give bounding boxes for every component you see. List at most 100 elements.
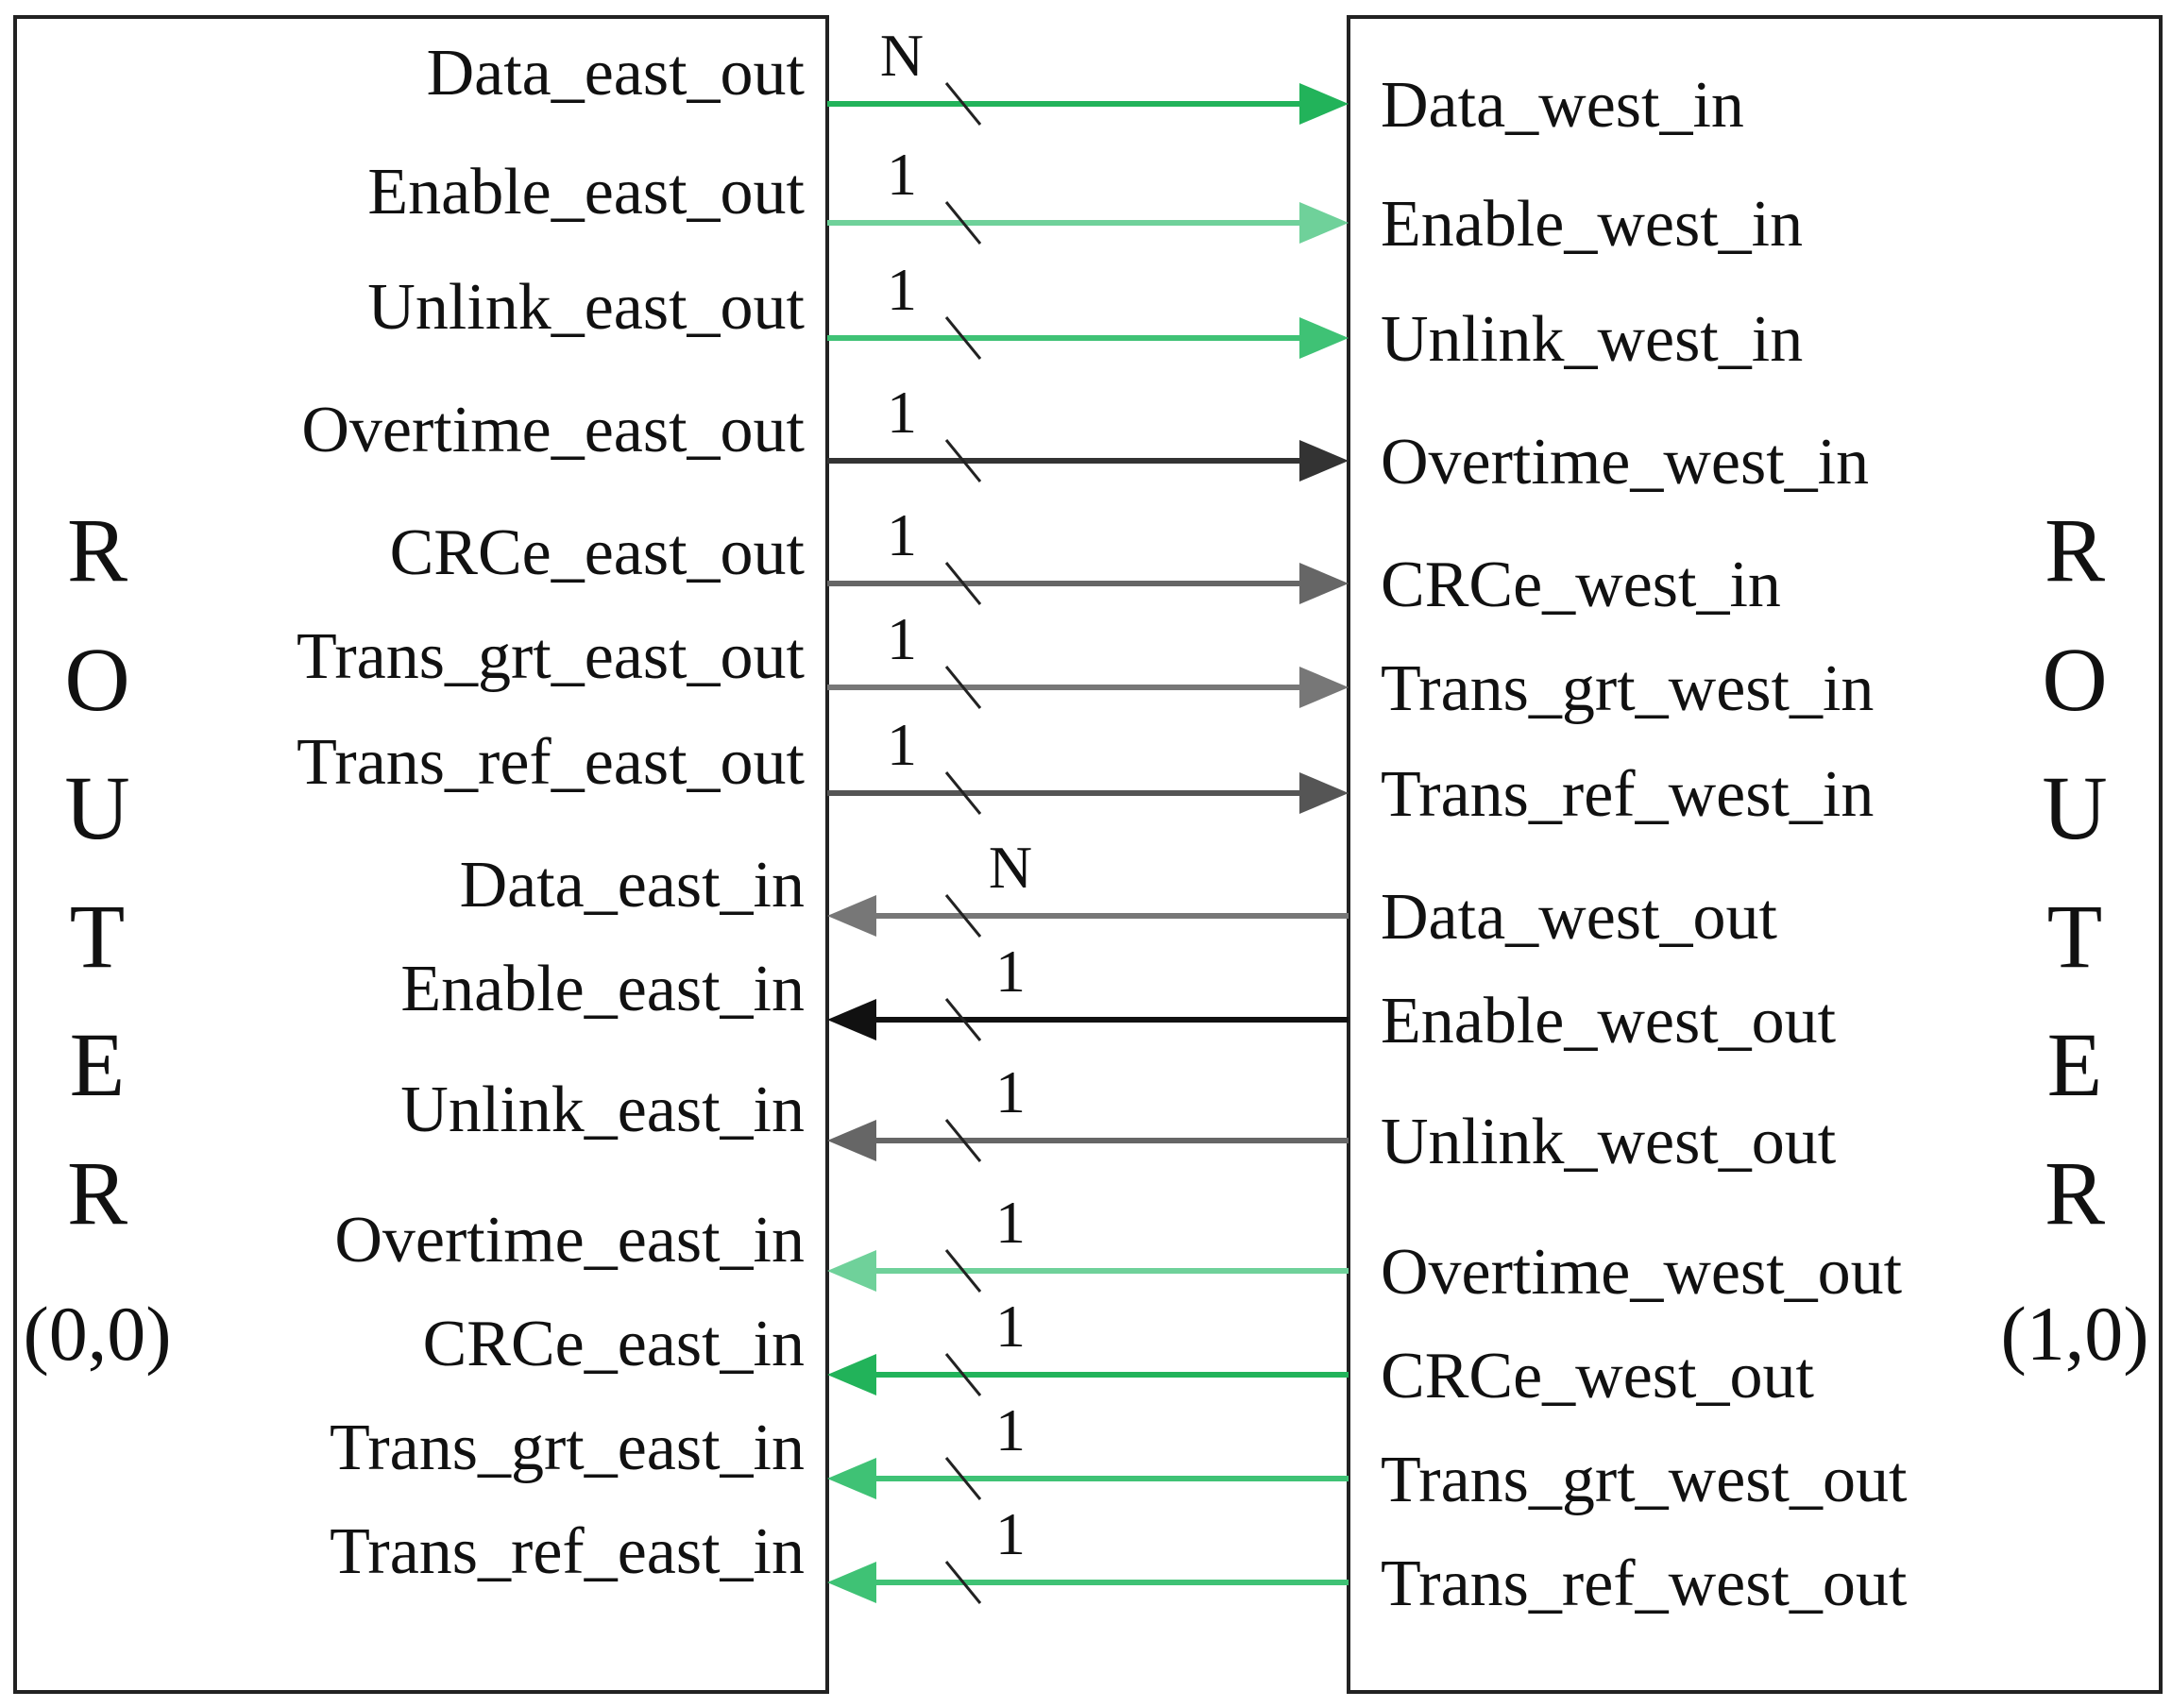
bus-width-label: 1	[995, 1189, 1026, 1256]
bus-width-slash	[944, 439, 982, 482]
bus-width-label: 1	[995, 1500, 1026, 1567]
left-router-title-letter: R	[67, 499, 127, 600]
arrowhead-left-icon	[827, 1354, 876, 1395]
signal-link: 1 Trans_grt_east_out Trans_grt_west_in	[297, 605, 1874, 725]
signal-link: 1 Enable_east_out Enable_west_in	[367, 141, 1803, 261]
right-port-label: Trans_grt_west_out	[1381, 1444, 1908, 1516]
arrowhead-left-icon	[827, 1562, 876, 1603]
right-port-label: Data_west_in	[1381, 69, 1744, 142]
bus-width-label: 1	[887, 141, 917, 208]
bus-width-slash	[944, 1353, 982, 1396]
bus-width-label: N	[989, 834, 1032, 901]
arrowhead-right-icon	[1299, 83, 1349, 125]
left-router-title-letter: E	[70, 1014, 126, 1115]
bus-width-label: 1	[887, 379, 917, 446]
arrowhead-left-icon	[827, 895, 876, 937]
left-port-label: Enable_east_out	[367, 156, 805, 228]
right-port-label: Unlink_west_in	[1381, 303, 1803, 376]
bus-width-label: 1	[887, 256, 917, 323]
bus-width-label: 1	[887, 711, 917, 778]
left-port-label: Enable_east_in	[400, 953, 805, 1025]
bus-width-slash	[944, 1249, 982, 1293]
arrowhead-left-icon	[827, 1250, 876, 1292]
right-port-label: CRCe_west_in	[1381, 549, 1781, 621]
bus-width-label: 1	[887, 501, 917, 568]
arrowhead-right-icon	[1299, 440, 1349, 482]
signal-link: N Data_east_out Data_west_in	[427, 22, 1744, 142]
left-port-label: CRCe_east_out	[390, 516, 806, 589]
left-port-label: Data_east_in	[460, 849, 805, 922]
right-router-title-letter: E	[2047, 1014, 2103, 1115]
right-port-label: Trans_ref_west_out	[1381, 1547, 1908, 1620]
bus-width-slash	[944, 666, 982, 709]
left-port-label: Trans_ref_east_in	[330, 1515, 805, 1588]
bus-width-label: 1	[995, 1396, 1026, 1463]
right-port-label: Data_west_out	[1381, 881, 1777, 954]
signal-link: 1 Trans_grt_east_in Trans_grt_west_out	[330, 1396, 1908, 1516]
arrowhead-right-icon	[1299, 202, 1349, 244]
bus-width-label: 1	[995, 1293, 1026, 1360]
signal-link: 1 Overtime_east_in Overtime_west_out	[334, 1189, 1902, 1309]
right-port-label: Trans_ref_west_in	[1381, 758, 1874, 831]
bus-width-slash	[944, 82, 982, 126]
left-router-block	[13, 15, 829, 1694]
left-port-label: Data_east_out	[427, 37, 806, 110]
bus-width-slash	[944, 316, 982, 360]
bus-width-label: 1	[995, 1058, 1026, 1125]
bus-width-label: 1	[995, 938, 1026, 1005]
right-port-label: Overtime_west_in	[1381, 426, 1869, 499]
bus-width-slash	[944, 998, 982, 1041]
signal-link: 1 Unlink_east_in Unlink_west_out	[400, 1058, 1836, 1178]
right-port-label: Unlink_west_out	[1381, 1106, 1837, 1178]
left-port-label: Unlink_east_out	[367, 271, 805, 344]
right-router-title-letter: R	[2045, 499, 2105, 600]
bus-width-label: 1	[887, 605, 917, 672]
left-router-title-letter: O	[64, 629, 129, 730]
right-router-block	[1347, 15, 2163, 1694]
left-router-coordinate: (0,0)	[23, 1291, 171, 1377]
signal-link: 1 Trans_ref_east_out Trans_ref_west_in	[297, 711, 1874, 831]
right-router-title-letter: T	[2047, 886, 2103, 987]
left-port-label: Trans_ref_east_out	[297, 726, 805, 799]
right-port-label: Trans_grt_west_in	[1381, 652, 1874, 725]
signal-link: 1 Unlink_east_out Unlink_west_in	[367, 256, 1803, 376]
left-router-title-letter: T	[70, 886, 126, 987]
right-port-label: Enable_west_out	[1381, 985, 1837, 1057]
arrowhead-left-icon	[827, 1120, 876, 1161]
arrowhead-right-icon	[1299, 317, 1349, 359]
signal-links: N Data_east_out Data_west_in 1 Enable_east_o…	[297, 22, 1908, 1620]
right-router-title-letter: U	[2042, 757, 2107, 858]
signal-link: 1 Enable_east_in Enable_west_out	[400, 938, 1836, 1057]
right-router-title-letter: R	[2045, 1142, 2105, 1243]
right-port-label: Enable_west_in	[1381, 188, 1803, 261]
bus-width-slash	[944, 1119, 982, 1162]
bus-width-slash	[944, 1457, 982, 1500]
bus-width-slash	[944, 562, 982, 605]
right-router-title-letter: O	[2042, 629, 2107, 730]
left-port-label: Unlink_east_in	[400, 1074, 805, 1146]
arrowhead-right-icon	[1299, 667, 1349, 708]
signal-link: 1 CRCe_east_out CRCe_west_in	[390, 501, 1781, 621]
right-port-label: Overtime_west_out	[1381, 1236, 1903, 1309]
left-port-label: Trans_grt_east_in	[330, 1412, 805, 1484]
left-port-label: Overtime_east_in	[334, 1204, 805, 1277]
left-router-title-letter: U	[64, 757, 129, 858]
arrowhead-right-icon	[1299, 772, 1349, 814]
bus-width-slash	[944, 771, 982, 815]
left-port-label: Trans_grt_east_out	[297, 620, 806, 693]
arrowhead-left-icon	[827, 1458, 876, 1499]
arrowhead-right-icon	[1299, 563, 1349, 604]
right-router-coordinate: (1,0)	[2000, 1291, 2148, 1377]
bus-width-label: N	[880, 22, 924, 89]
bus-width-slash	[944, 894, 982, 938]
bus-width-slash	[944, 1561, 982, 1604]
arrowhead-left-icon	[827, 999, 876, 1040]
right-port-label: CRCe_west_out	[1381, 1340, 1814, 1412]
left-router-title-letter: R	[67, 1142, 127, 1243]
signal-link: 1 Trans_ref_east_in Trans_ref_west_out	[330, 1500, 1908, 1620]
bus-width-slash	[944, 201, 982, 245]
